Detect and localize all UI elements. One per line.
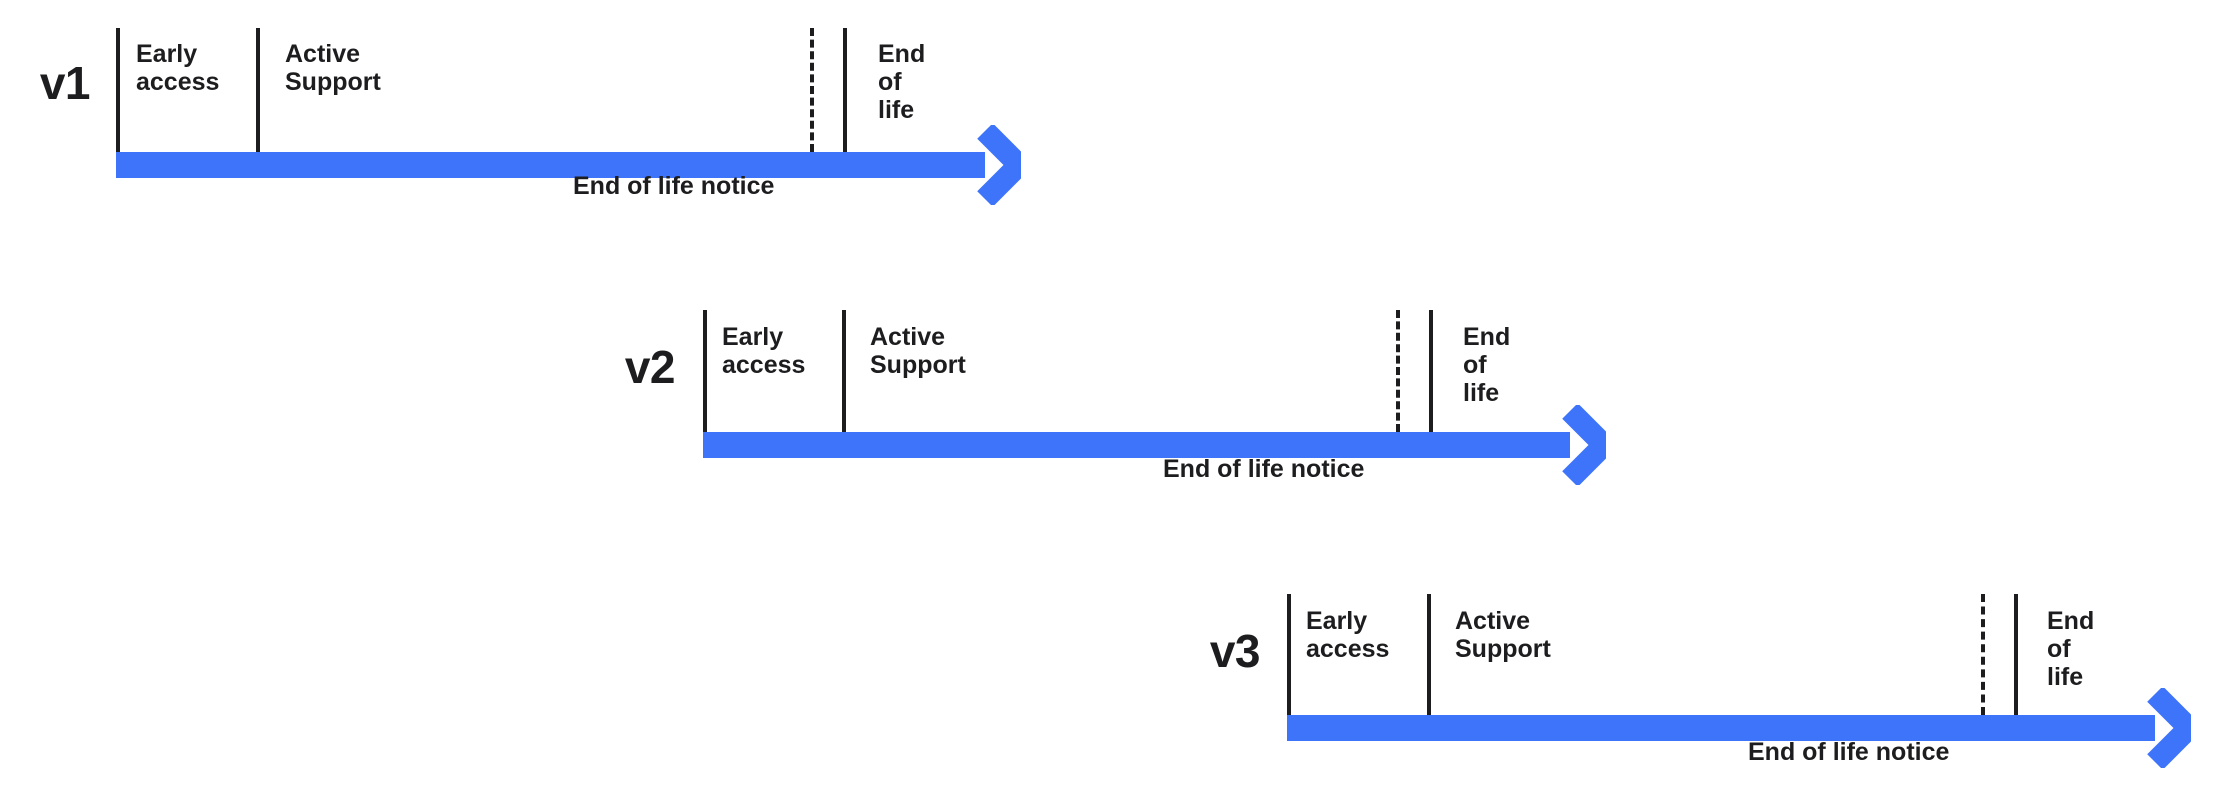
end-of-life-notice-label-v3: End of life notice (1748, 738, 1950, 766)
divider-active-support-start-v2 (842, 310, 846, 432)
version-label-v2: v2 (624, 341, 676, 393)
end-of-life-notice-label-v1: End of life notice (573, 172, 775, 200)
version-label-v3: v3 (1209, 625, 1261, 677)
divider-end-of-life-start-v2 (1429, 310, 1433, 432)
divider-early-access-start-v3 (1287, 594, 1291, 715)
divider-end-of-life-notice-v1 (810, 28, 814, 152)
phase-label-end-of-life-v1: End of life (878, 40, 926, 124)
arrow-head-v2 (1526, 405, 1606, 485)
phase-label-early-access-v1: Early access (136, 40, 220, 96)
phase-label-active-support-v1: Active Support (285, 40, 381, 96)
end-of-life-notice-label-v2: End of life notice (1163, 455, 1365, 483)
lifecycle-bar-v3 (1287, 715, 2155, 741)
arrow-head-v1 (941, 125, 1021, 205)
divider-end-of-life-notice-v3 (1981, 594, 1985, 715)
divider-end-of-life-start-v1 (843, 28, 847, 152)
phase-label-end-of-life-v3: End of life (2047, 607, 2095, 691)
divider-end-of-life-notice-v2 (1396, 310, 1400, 432)
divider-active-support-start-v3 (1427, 594, 1431, 715)
phase-label-active-support-v2: Active Support (870, 323, 966, 379)
divider-end-of-life-start-v3 (2014, 594, 2018, 715)
version-label-v1: v1 (39, 57, 91, 109)
divider-early-access-start-v1 (116, 28, 120, 152)
arrow-head-v3 (2111, 688, 2191, 768)
phase-label-active-support-v3: Active Support (1455, 607, 1551, 663)
lifecycle-bar-v1 (116, 152, 985, 178)
lifecycle-bar-v2 (703, 432, 1570, 458)
phase-label-end-of-life-v2: End of life (1463, 323, 1511, 407)
phase-label-early-access-v2: Early access (722, 323, 806, 379)
divider-active-support-start-v1 (256, 28, 260, 152)
phase-label-early-access-v3: Early access (1306, 607, 1390, 663)
divider-early-access-start-v2 (703, 310, 707, 432)
